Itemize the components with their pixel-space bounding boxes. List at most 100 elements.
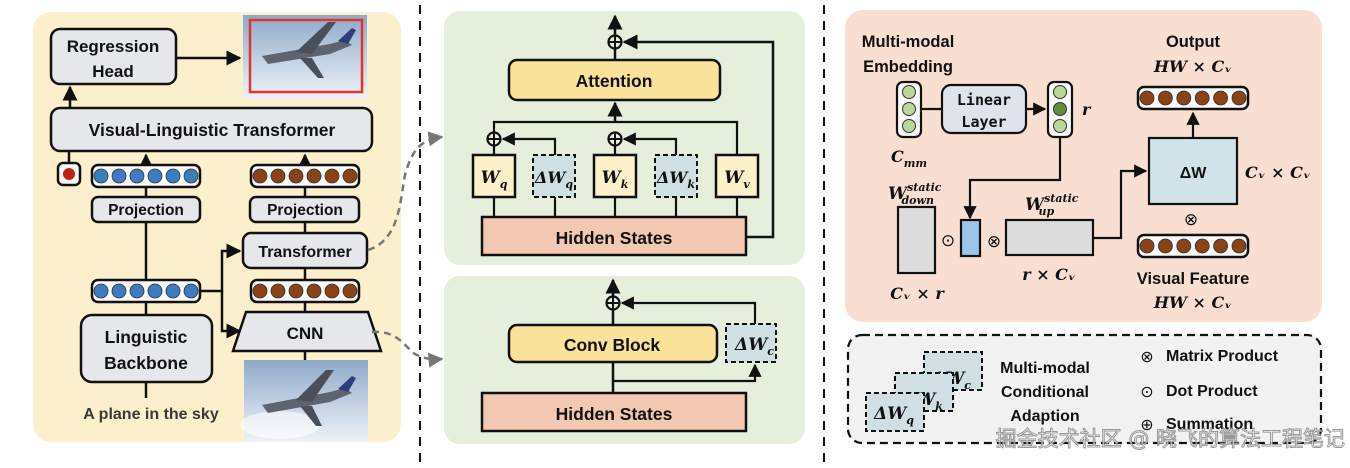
legend-delta-wq xyxy=(865,392,925,432)
token-dot xyxy=(147,283,163,299)
airplane-image xyxy=(240,360,368,442)
mm-embedding-line1: Multi-modal xyxy=(862,33,955,51)
legend-summation-icon: ⊕ xyxy=(1140,415,1153,434)
token-dot xyxy=(306,168,322,184)
output-title: Output xyxy=(1166,33,1221,51)
r-vector xyxy=(1046,80,1074,139)
token-dot xyxy=(129,283,145,299)
projection-right-label: Projection xyxy=(267,202,343,219)
hidden-states-label-top: Hidden States xyxy=(556,228,673,248)
attention-label: Attention xyxy=(576,71,653,91)
legend-matrix-product-label: Matrix Product xyxy=(1166,348,1279,365)
delta-w-label: ΔW xyxy=(1180,165,1208,182)
token-dot xyxy=(252,168,268,184)
token-dot xyxy=(324,168,340,184)
token-dot xyxy=(1139,238,1155,254)
delta-w-k-box: ΔWk xyxy=(654,154,698,198)
token-dot xyxy=(183,168,199,184)
sum-icon xyxy=(486,131,502,147)
legend-summation-label: Summation xyxy=(1166,416,1253,433)
regression-head-line1: Regression xyxy=(67,37,160,56)
token-dot xyxy=(165,168,181,184)
token-dot xyxy=(1213,238,1228,254)
watermark: 掘金技术社区 @ 晓飞的算法工程笔记 xyxy=(996,427,1345,451)
token-dot xyxy=(342,283,358,299)
reg-token xyxy=(56,161,82,187)
legend-mca-line3: Adaption xyxy=(1010,408,1079,425)
token-dot xyxy=(306,283,322,299)
delta-wc-label: ΔWc xyxy=(734,335,774,358)
token-dot xyxy=(93,283,109,299)
weight-label: Wq xyxy=(481,168,508,191)
text-query: A plane in the sky xyxy=(83,406,219,423)
connector-cnn-to-conv xyxy=(371,330,444,368)
residual-arrow xyxy=(622,34,775,239)
output-dim: HW × Cᵥ xyxy=(1153,57,1232,76)
arrow-to-delta-w xyxy=(1093,164,1148,240)
arrow-r-to-scale xyxy=(963,137,1062,220)
regression-head-line2: Head xyxy=(92,62,134,81)
attention-box: Attention xyxy=(507,58,722,102)
arrow-dwq xyxy=(501,132,557,155)
token-dot xyxy=(270,283,286,299)
token-dot xyxy=(1176,90,1192,106)
mm-embedding-vector xyxy=(895,80,923,139)
w-up-matrix xyxy=(1004,218,1095,257)
legend-mca-line2: Conditional xyxy=(1001,384,1089,401)
linguistic-backbone-line2: Backbone xyxy=(104,353,188,373)
token-dot xyxy=(183,283,199,299)
w-down-matrix xyxy=(896,205,937,275)
matrix-product-icon: ⊗ xyxy=(1184,210,1198,230)
sum-icon xyxy=(607,34,623,50)
delta-w-q-box: ΔWq xyxy=(532,154,576,198)
w-up-dim: r × Cᵥ xyxy=(1022,265,1076,284)
transformer-box: Transformer xyxy=(241,231,369,270)
token-dot xyxy=(111,283,127,299)
sum-icon xyxy=(607,131,623,147)
token-dot xyxy=(93,168,109,184)
visual-linguistic-transformer-box: Visual-Linguistic Transformer xyxy=(49,106,374,153)
linear-layer-line1: Linear xyxy=(957,91,1011,109)
token-row-frame xyxy=(1136,85,1250,111)
middle-bottom-panel: Conv Block ΔWc Hidden States xyxy=(444,276,805,444)
token-dot xyxy=(1139,90,1155,106)
arrow-dwk xyxy=(622,132,678,155)
connector-transformer-to-attention xyxy=(367,131,444,252)
red-token-dot xyxy=(63,168,75,180)
legend-matrix-product-icon: ⊗ xyxy=(1140,347,1153,366)
token-row-frame xyxy=(1136,233,1250,259)
airplane-with-bbox-image xyxy=(243,15,367,99)
delta-w-dim: Cᵥ × Cᵥ xyxy=(1245,163,1311,182)
scale-vector xyxy=(959,218,982,258)
token-dot xyxy=(1158,238,1173,254)
token-dot xyxy=(1176,238,1192,254)
linguistic-backbone-box: Linguistic Backbone xyxy=(79,313,214,384)
token-dot xyxy=(1213,90,1228,106)
token-dot xyxy=(324,283,340,299)
w-q-box: Wq xyxy=(471,153,517,199)
conv-block-label: Conv Block xyxy=(564,335,661,355)
token-dot xyxy=(270,168,286,184)
matrix-product-icon: ⊗ xyxy=(987,232,1001,252)
legend-delta-wq-label: ΔWq xyxy=(873,404,914,427)
weight-to-hidden-lines xyxy=(492,197,739,217)
projection-left-box: Projection xyxy=(90,195,202,224)
delta-w-box: ΔW xyxy=(1147,136,1239,206)
token-dot xyxy=(1158,90,1173,106)
linear-layer-box: Linear Layer xyxy=(940,83,1028,135)
weight-label: ΔWk xyxy=(656,168,695,191)
visual-feature-token-row xyxy=(1136,233,1250,259)
bounding-box xyxy=(248,18,364,94)
cnn-label: CNN xyxy=(287,324,324,343)
token-dot xyxy=(252,283,268,299)
projection-left-label: Projection xyxy=(108,202,184,219)
visual-feature-title: Visual Feature xyxy=(1137,270,1250,288)
w-down-dim: Cᵥ × r xyxy=(890,284,945,303)
linguistic-token-row-top xyxy=(90,163,202,189)
output-token-row xyxy=(1136,85,1250,111)
token-dot xyxy=(1231,238,1247,254)
legend-delta-stack: ΔWc ΔWk ΔWq xyxy=(865,351,983,432)
